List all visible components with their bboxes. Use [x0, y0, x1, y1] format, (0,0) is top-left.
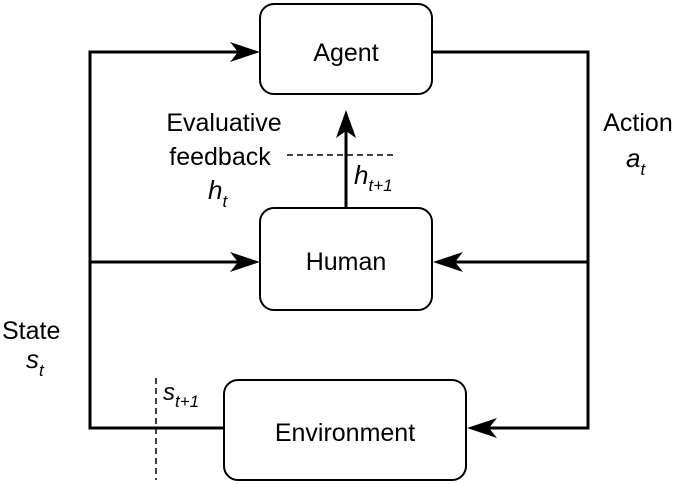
human-node: Human	[259, 207, 433, 311]
state-loop-line	[88, 50, 238, 430]
feedback-label-line1: Evaluative	[166, 109, 281, 137]
human-label: Human	[306, 248, 387, 276]
state-next-symbol: st+1	[163, 379, 199, 411]
environment-label: Environment	[275, 419, 415, 447]
action-symbol: at	[626, 143, 646, 179]
environment-node: Environment	[223, 379, 467, 481]
arrowhead-state-to-human	[230, 252, 260, 272]
agent-label: Agent	[313, 39, 378, 67]
feedback-label-line2: feedback	[169, 143, 271, 171]
state-label: State	[2, 317, 60, 345]
agent-node: Agent	[259, 3, 433, 95]
action-loop-line	[432, 50, 590, 430]
action-label: Action	[603, 109, 672, 137]
arrowhead-action-to-human	[433, 252, 463, 272]
arrowhead-to-environment	[467, 418, 497, 438]
feedback-symbol: ht	[208, 175, 228, 211]
arrowhead-feedback-to-agent	[336, 110, 356, 138]
state-symbol: st	[26, 344, 45, 380]
feedback-next-symbol: ht+1	[354, 160, 393, 195]
arrowhead-to-agent	[230, 42, 260, 62]
